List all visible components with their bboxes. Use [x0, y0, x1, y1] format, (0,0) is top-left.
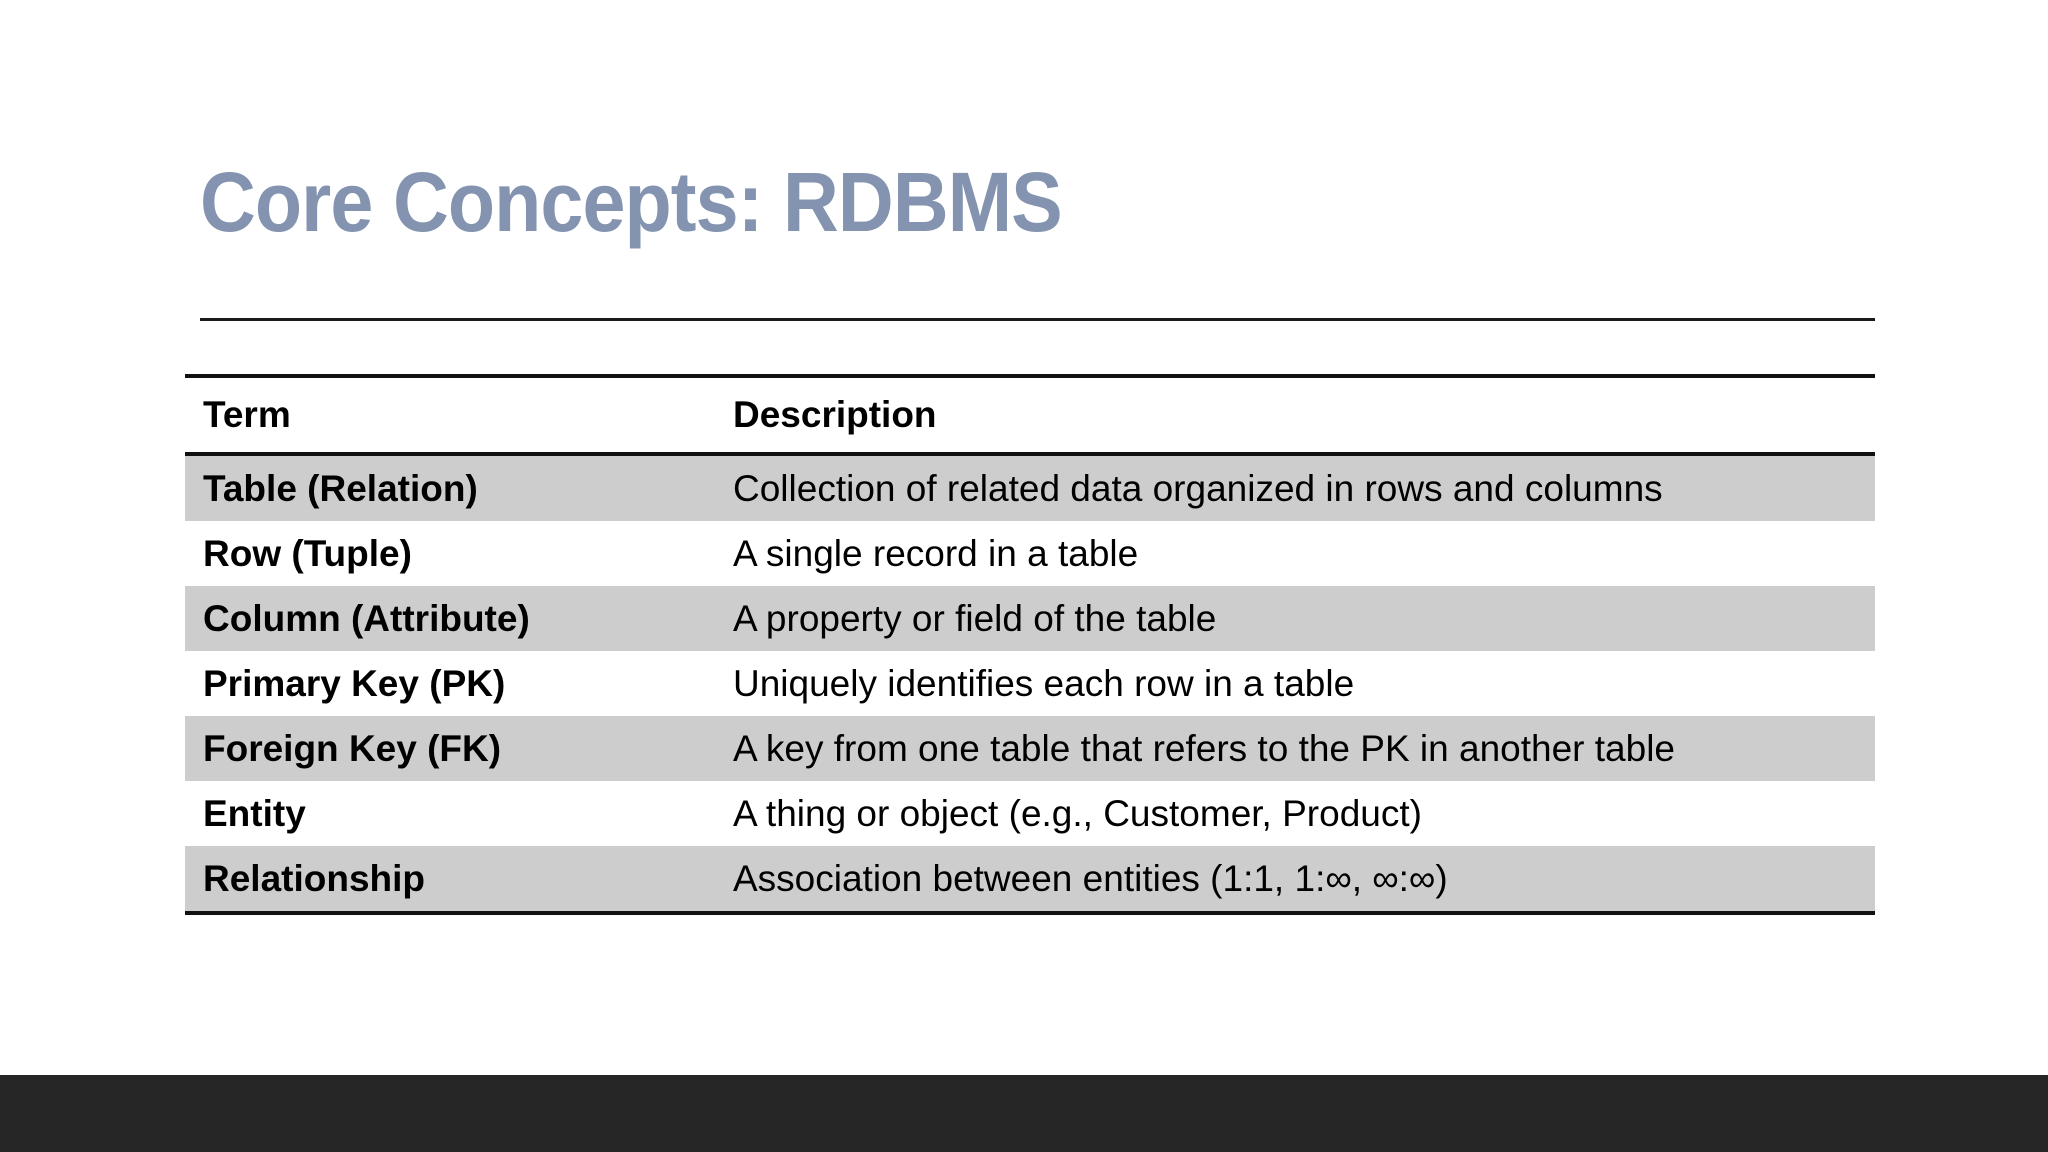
cell-description: A key from one table that refers to the … — [715, 716, 1875, 781]
table-row: Table (Relation) Collection of related d… — [185, 454, 1875, 521]
core-concepts-table: Term Description Table (Relation) Collec… — [185, 374, 1875, 915]
footer-bar — [0, 1075, 2048, 1152]
cell-description: Uniquely identifies each row in a table — [715, 651, 1875, 716]
table-body: Table (Relation) Collection of related d… — [185, 454, 1875, 915]
cell-description: Association between entities (1:1, 1:∞, … — [715, 846, 1875, 915]
page-title: Core Concepts: RDBMS — [200, 155, 1063, 249]
column-header-term: Term — [185, 374, 715, 456]
cell-term: Primary Key (PK) — [185, 651, 715, 716]
cell-term: Entity — [185, 781, 715, 846]
table-row: Primary Key (PK) Uniquely identifies eac… — [185, 651, 1875, 716]
cell-description: Collection of related data organized in … — [715, 454, 1875, 521]
cell-term: Table (Relation) — [185, 454, 715, 521]
table-row: Row (Tuple) A single record in a table — [185, 521, 1875, 586]
column-header-description: Description — [715, 374, 1875, 456]
cell-term: Foreign Key (FK) — [185, 716, 715, 781]
title-divider — [200, 318, 1875, 321]
table-row: Relationship Association between entitie… — [185, 846, 1875, 915]
table-row: Foreign Key (FK) A key from one table th… — [185, 716, 1875, 781]
table-header-row: Term Description — [185, 374, 1875, 456]
table-row: Column (Attribute) A property or field o… — [185, 586, 1875, 651]
table-row: Entity A thing or object (e.g., Customer… — [185, 781, 1875, 846]
table-header: Term Description — [185, 374, 1875, 456]
cell-term: Row (Tuple) — [185, 521, 715, 586]
cell-description: A thing or object (e.g., Customer, Produ… — [715, 781, 1875, 846]
cell-term: Relationship — [185, 846, 715, 915]
cell-term: Column (Attribute) — [185, 586, 715, 651]
cell-description: A property or field of the table — [715, 586, 1875, 651]
cell-description: A single record in a table — [715, 521, 1875, 586]
